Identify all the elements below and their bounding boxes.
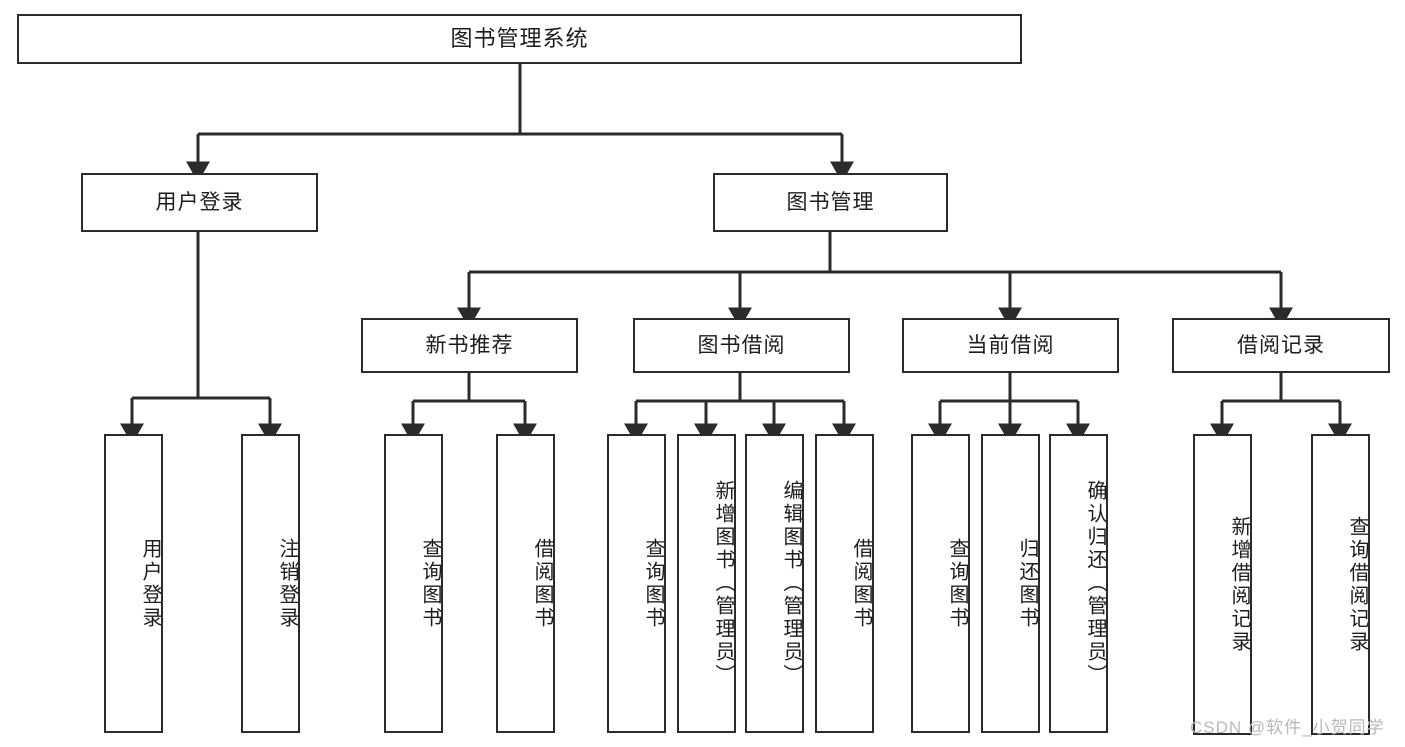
node-label: 用户登录	[139, 537, 161, 630]
node-label: 图书管理	[786, 190, 875, 214]
node-label: 新增借阅记录	[1228, 515, 1250, 654]
node-label: 用户登录	[155, 190, 244, 214]
node-label: 新增图书（管理员）	[712, 480, 734, 687]
leaf-edit-book[interactable]: 编辑图书（管理员）	[745, 434, 804, 733]
node-label: 借阅记录	[1237, 333, 1325, 357]
node-label: 注销登录	[276, 537, 298, 630]
leaf-borrow-book-2[interactable]: 借阅图书	[815, 434, 874, 733]
node-book-management[interactable]: 图书管理	[713, 173, 948, 232]
leaf-query-book-1[interactable]: 查询图书	[384, 434, 443, 733]
node-label: 查询借阅记录	[1346, 515, 1368, 654]
node-label: 借阅图书	[531, 537, 553, 630]
node-label: 当前借阅	[966, 333, 1055, 357]
node-new-book-recommend[interactable]: 新书推荐	[361, 318, 578, 373]
leaf-query-record[interactable]: 查询借阅记录	[1311, 434, 1370, 735]
node-label: 编辑图书（管理员）	[780, 480, 802, 687]
leaf-logout-login[interactable]: 注销登录	[241, 434, 300, 733]
leaf-confirm-return[interactable]: 确认归还（管理员）	[1049, 434, 1108, 733]
node-label: 查询图书	[642, 537, 664, 630]
node-label: 借阅图书	[850, 537, 872, 630]
leaf-query-book-2[interactable]: 查询图书	[607, 434, 666, 733]
node-label: 图书借阅	[697, 333, 786, 357]
node-current-borrow[interactable]: 当前借阅	[902, 318, 1119, 373]
node-label: 归还图书	[1016, 537, 1038, 630]
node-label: 新书推荐	[425, 333, 514, 357]
leaf-user-login[interactable]: 用户登录	[104, 434, 163, 733]
node-label: 查询图书	[419, 537, 441, 630]
node-borrow-record[interactable]: 借阅记录	[1172, 318, 1390, 373]
leaf-add-book[interactable]: 新增图书（管理员）	[677, 434, 736, 733]
node-label: 查询图书	[946, 537, 968, 630]
node-user-login[interactable]: 用户登录	[81, 173, 318, 232]
watermark: CSDN @软件_小贺同学	[1190, 718, 1385, 737]
node-label: 确认归还（管理员）	[1084, 480, 1106, 687]
leaf-return-book[interactable]: 归还图书	[981, 434, 1040, 733]
node-label: 图书管理系统	[450, 25, 589, 51]
leaf-borrow-book-1[interactable]: 借阅图书	[496, 434, 555, 733]
leaf-add-record[interactable]: 新增借阅记录	[1193, 434, 1252, 735]
leaf-query-book-3[interactable]: 查询图书	[911, 434, 970, 733]
node-root-system[interactable]: 图书管理系统	[17, 14, 1022, 64]
node-book-borrow[interactable]: 图书借阅	[633, 318, 850, 373]
